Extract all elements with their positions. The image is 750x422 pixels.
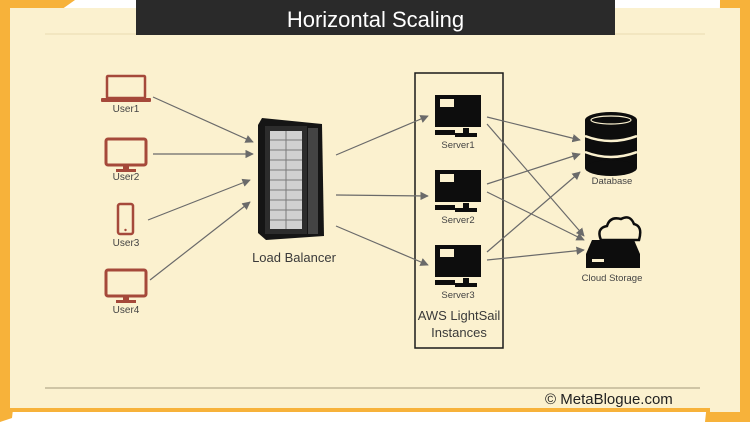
smartphone-icon <box>116 202 135 236</box>
user-label: User1 <box>112 104 140 115</box>
cloud-storage-icon <box>586 216 642 268</box>
load-balancer-label: Load Balancer <box>252 250 336 265</box>
desktop-monitor-icon <box>104 137 148 172</box>
cloud-storage-label: Cloud Storage <box>581 273 643 284</box>
user-label: User4 <box>112 305 140 316</box>
user-to-lb-arrows <box>147 96 254 281</box>
arrow-lb-server1 <box>335 115 429 156</box>
server-to-storage-arrows <box>486 116 585 261</box>
server-label: Server2 <box>441 215 475 226</box>
arrow-user4-lb <box>149 201 251 281</box>
copyright-symbol: © <box>545 391 557 408</box>
arrow-lb-server2 <box>335 191 429 201</box>
arrow-server2-storage <box>486 191 585 241</box>
computer-icon <box>435 245 481 287</box>
frame-bottom-accent <box>10 408 710 412</box>
page-title: Horizontal Scaling <box>286 7 465 32</box>
arrow-server2-db <box>486 152 581 185</box>
arrow-server1-db <box>486 116 581 143</box>
computer-icon <box>435 95 481 137</box>
arrow-lb-server3 <box>335 225 429 266</box>
credit-text: MetaBlogue.com <box>560 391 673 408</box>
database-label: Database <box>591 176 633 187</box>
server-label: Server3 <box>441 290 475 301</box>
desktop-monitor-icon <box>104 268 148 303</box>
user-label: User3 <box>112 238 140 249</box>
laptop-icon <box>101 74 151 102</box>
server-label: Server1 <box>441 140 475 151</box>
database-icon <box>584 112 638 176</box>
computer-icon <box>435 170 481 212</box>
instances-group-label-line1: AWS LightSail <box>417 308 501 323</box>
server-rack-icon <box>258 118 324 240</box>
instances-group-label-line2: Instances <box>431 325 487 340</box>
user-label: User2 <box>112 172 140 183</box>
instances-group-box <box>414 72 504 349</box>
arrow-server1-storage <box>486 123 585 237</box>
arrow-server3-db <box>486 171 581 253</box>
credit-watermark: © MetaBlogue.com <box>545 391 673 408</box>
arrow-user1-lb <box>152 96 254 143</box>
arrow-user3-lb <box>147 178 251 221</box>
diagram-panel <box>10 8 740 412</box>
arrow-server3-storage <box>486 246 585 261</box>
lb-to-server-arrows <box>335 115 429 266</box>
title-bar: Horizontal Scaling <box>136 0 615 35</box>
